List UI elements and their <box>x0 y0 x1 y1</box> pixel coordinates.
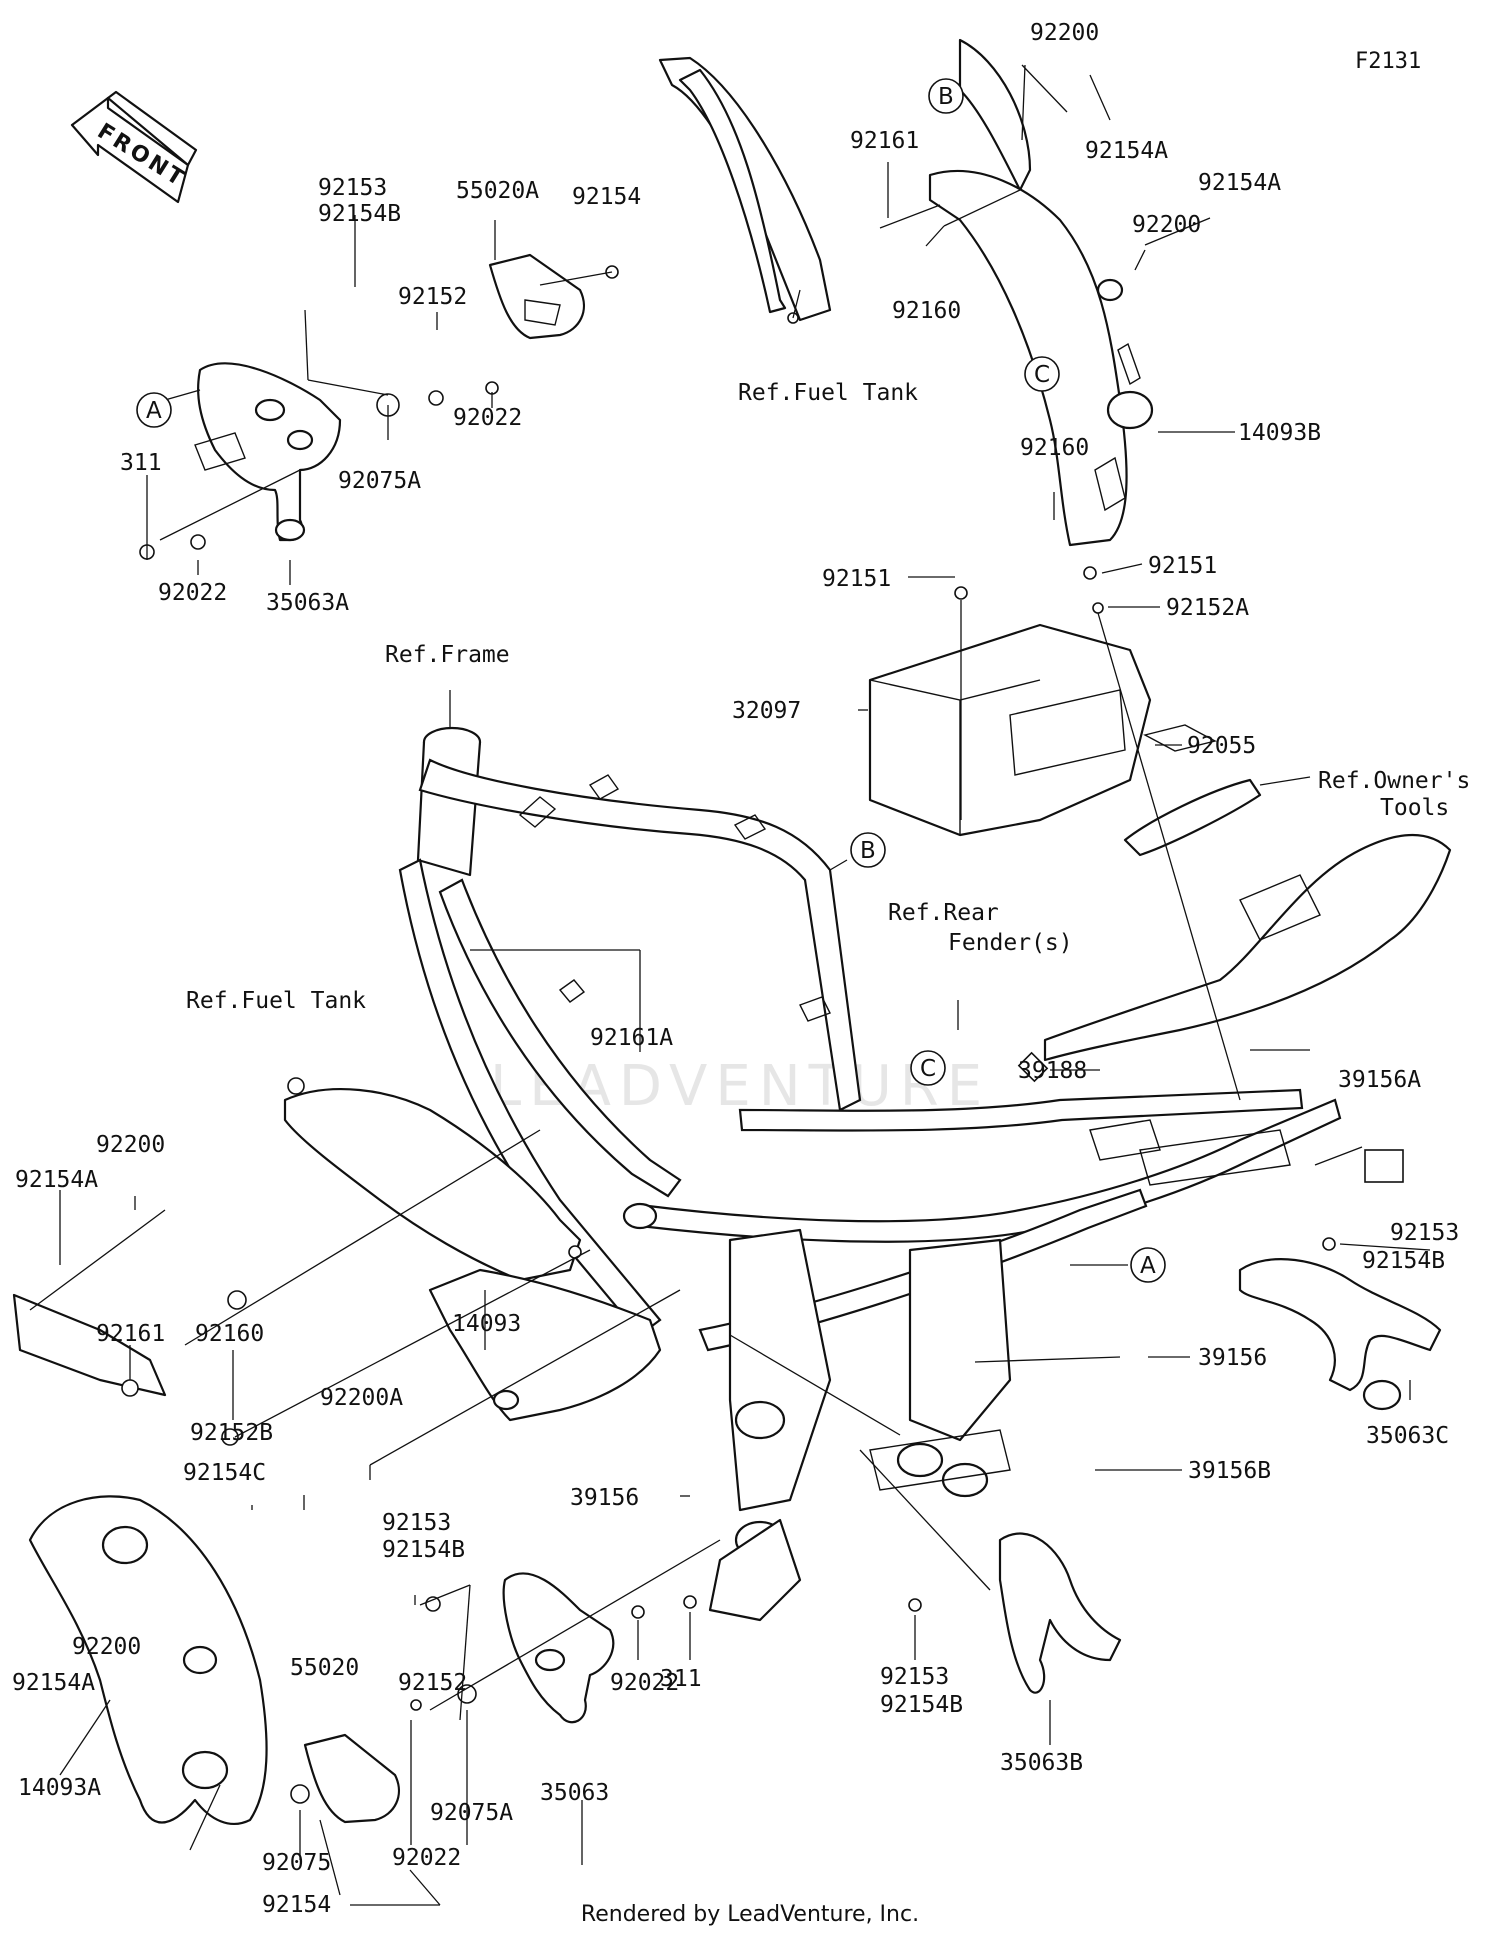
part-label: 92152B <box>190 1420 273 1446</box>
svg-text:B: B <box>860 838 876 864</box>
part-label: 39156B <box>1188 1458 1271 1484</box>
part-label: 55020 <box>290 1655 359 1681</box>
part-label: 92200 <box>72 1634 141 1660</box>
part-label: 92154B <box>880 1692 963 1718</box>
part-label: 92154A <box>15 1167 98 1193</box>
rear-fender-drawing <box>1017 724 1452 1183</box>
ref-owners-tools-line1: Ref.Owner's <box>1318 768 1470 794</box>
side-cover-14093a-drawing <box>12 1293 268 1825</box>
callout-circles: A B C B C A <box>136 78 1166 1283</box>
side-cover-14093b-drawing <box>928 38 1154 547</box>
part-label: 14093A <box>18 1775 101 1801</box>
part-label: 92160 <box>195 1321 264 1347</box>
part-label: 92154B <box>318 201 401 227</box>
part-label: 92154A <box>12 1670 95 1696</box>
reference-notes: Ref.Fuel Tank Ref.Frame Ref.Rear Fender(… <box>186 380 1470 1014</box>
figure-id: F2131 <box>1355 49 1421 74</box>
part-label: 92153 <box>880 1664 949 1690</box>
part-label: 92161 <box>96 1321 165 1347</box>
heel-guard-55020-drawing <box>290 1733 400 1824</box>
part-label: 92022 <box>453 405 522 431</box>
callout-a-frame: A <box>1130 1247 1166 1283</box>
ref-rear-fender-line1: Ref.Rear <box>888 900 999 926</box>
part-label: 92200 <box>1030 20 1099 46</box>
part-label: 35063A <box>266 590 349 616</box>
part-label: 39156 <box>570 1485 639 1511</box>
part-label: 92200 <box>1132 212 1201 238</box>
ref-rear-fender-line2: Fender(s) <box>948 930 1073 956</box>
part-label: 92152A <box>1166 595 1249 621</box>
ref-frame: Ref.Frame <box>385 642 510 668</box>
footpeg-bracket-35063b-drawing <box>908 1532 1122 1694</box>
part-label: 92154B <box>382 1537 465 1563</box>
part-label: 92153 <box>382 1510 451 1536</box>
part-label: 35063C <box>1366 1423 1449 1449</box>
part-label: 92075A <box>338 468 421 494</box>
ref-fuel-tank-left: Ref.Fuel Tank <box>186 988 366 1014</box>
part-label: 92022 <box>158 580 227 606</box>
part-label: 92154B <box>1362 1248 1445 1274</box>
main-frame-drawing <box>398 726 1342 1622</box>
part-label: 92161 <box>850 128 919 154</box>
part-label: 35063 <box>540 1780 609 1806</box>
leader-lines <box>29 64 1431 1906</box>
part-label: 92154 <box>262 1892 331 1918</box>
part-label: 92160 <box>1020 435 1089 461</box>
footpeg-bracket-35063-drawing <box>410 1572 697 1724</box>
ref-owners-tools-line2: Tools <box>1380 795 1449 821</box>
part-label: 39156A <box>1338 1067 1421 1093</box>
callout-c-frame: C <box>910 1050 946 1086</box>
ref-fuel-tank-top: Ref.Fuel Tank <box>738 380 918 406</box>
part-label: 92152 <box>398 284 467 310</box>
callout-b-frame: B <box>850 832 886 868</box>
svg-text:C: C <box>1034 362 1050 388</box>
footpeg-bracket-35063c-drawing <box>1238 1237 1442 1411</box>
part-label: 92154 <box>572 184 641 210</box>
part-label: 92075 <box>262 1850 331 1876</box>
part-label: 311 <box>660 1666 702 1692</box>
part-label: 32097 <box>732 698 801 724</box>
part-label: 311 <box>120 450 162 476</box>
footpeg-bracket-35063a-drawing <box>139 362 499 560</box>
part-label: 92160 <box>892 298 961 324</box>
part-label: 92022 <box>392 1845 461 1871</box>
part-label: 92154C <box>183 1460 266 1486</box>
part-label: 92152 <box>398 1670 467 1696</box>
front-arrow-icon: FRONT <box>70 90 198 204</box>
part-label: 14093 <box>452 1311 521 1337</box>
callout-c-upper: C <box>1024 356 1060 392</box>
part-label: 55020A <box>456 178 539 204</box>
fuel-tank-cover-top-drawing <box>658 56 832 324</box>
part-label: 92151 <box>822 566 891 592</box>
svg-text:A: A <box>146 398 162 424</box>
footer-credit: Rendered by LeadVenture, Inc. <box>580 1902 920 1927</box>
part-label: 92055 <box>1187 733 1256 759</box>
svg-text:C: C <box>920 1056 936 1082</box>
part-label: 92075A <box>430 1800 513 1826</box>
svg-text:A: A <box>1140 1253 1156 1279</box>
part-label: 92200A <box>320 1385 403 1411</box>
battery-case-32097-drawing <box>868 566 1152 837</box>
svg-text:B: B <box>938 84 954 110</box>
part-label: 39188 <box>1018 1058 1087 1084</box>
fuel-tank-cover-left-drawing <box>283 1077 582 1282</box>
part-number-labels: 92200 92154A 92161 92160 92154A 92200 14… <box>12 20 1459 1918</box>
part-label: 92022 <box>610 1670 679 1696</box>
callout-b-upper: B <box>928 78 964 114</box>
callout-a-upper: A <box>136 392 172 428</box>
part-label: 39156 <box>1198 1345 1267 1371</box>
part-label: 14093B <box>1238 420 1321 446</box>
part-label: 92200 <box>96 1132 165 1158</box>
part-label: 92151 <box>1148 553 1217 579</box>
part-label: 92154A <box>1198 170 1281 196</box>
cover-14093-drawing <box>227 1268 662 1422</box>
part-label: 92153 <box>318 175 387 201</box>
part-label: 92161A <box>590 1025 673 1051</box>
part-label: 35063B <box>1000 1750 1083 1776</box>
part-label: 92153 <box>1390 1220 1459 1246</box>
heel-guard-55020a-drawing <box>488 253 619 340</box>
part-label: 92154A <box>1085 138 1168 164</box>
